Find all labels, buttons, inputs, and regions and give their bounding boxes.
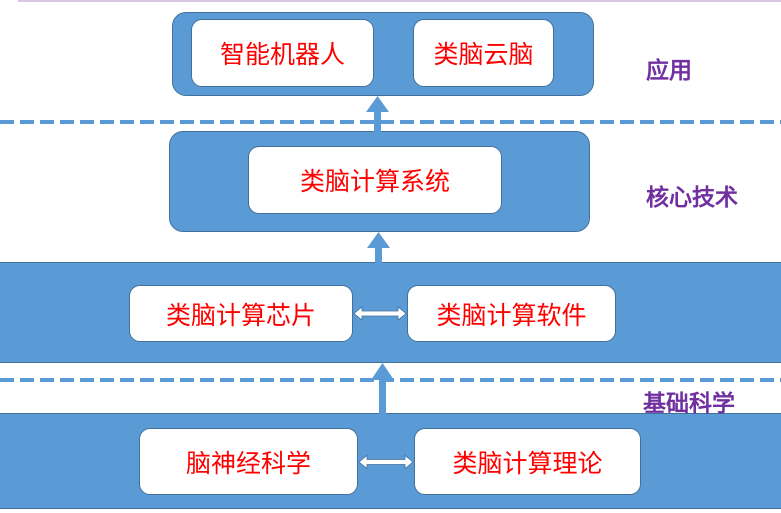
up-arrow-to-system [367, 232, 390, 263]
basic-science-layer [0, 413, 781, 509]
up-arrow-to-application [366, 96, 389, 132]
node-brain-computing-software: 类脑计算软件 [407, 285, 616, 342]
label-core-technology: 核心技术 [646, 185, 738, 211]
up-arrow-to-components [371, 363, 394, 414]
node-neuroscience: 脑神经科学 [139, 428, 358, 495]
divider-application [0, 120, 781, 124]
label-application: 应用 [646, 58, 692, 84]
node-brain-cloud: 类脑云脑 [413, 19, 554, 87]
top-border-line [18, 0, 781, 2]
core-components-layer [0, 262, 781, 363]
node-intelligent-robot: 智能机器人 [191, 19, 374, 87]
node-brain-computing-theory: 类脑计算理论 [414, 428, 641, 495]
node-brain-computing-chip: 类脑计算芯片 [129, 285, 353, 342]
node-brain-computing-system: 类脑计算系统 [248, 146, 502, 214]
divider-basic-science [0, 378, 781, 382]
label-basic-science: 基础科学 [643, 391, 735, 417]
